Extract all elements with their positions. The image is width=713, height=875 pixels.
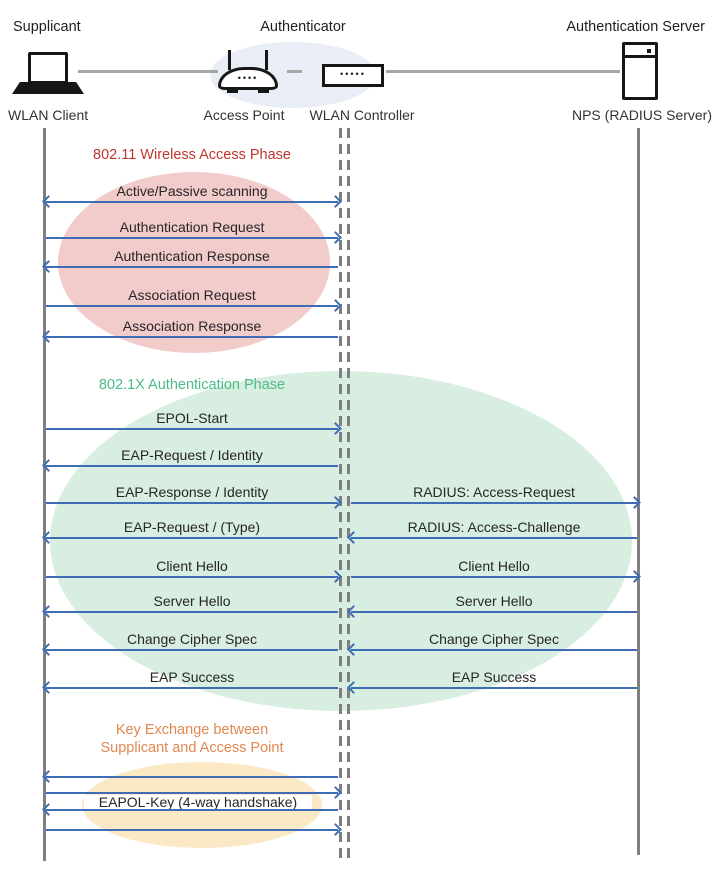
antenna-icon — [228, 50, 231, 70]
device-label-nps: NPS (RADIUS Server) — [571, 107, 713, 123]
access-point-icon: •••• — [218, 50, 278, 94]
message-eap-success-left: EAP Success — [42, 669, 338, 694]
message-eap-response-identity: EAP-Response / Identity — [46, 484, 342, 509]
message-radius-access-request: RADIUS: Access-Request — [351, 484, 641, 509]
message-eap-success-right: EAP Success — [347, 669, 637, 694]
message-label: EAP Success — [451, 669, 537, 685]
message-label: EAP-Request / (Type) — [123, 519, 261, 535]
lifeline-wlan-client — [43, 128, 46, 861]
eapol-key-label: EAPOL-Key (4-way handshake) — [84, 795, 312, 809]
message-label: EPOL-Start — [156, 410, 228, 426]
device-label-wlan-controller: WLAN Controller — [309, 107, 415, 123]
message-association-request: Association Request — [46, 287, 342, 312]
message-authentication-request: Authentication Request — [46, 219, 342, 244]
message-label: Server Hello — [455, 593, 533, 609]
device-connector-line — [78, 70, 218, 73]
message-radius-access-challenge: RADIUS: Access-Challenge — [347, 519, 637, 544]
message-label: Association Request — [128, 287, 256, 303]
message-label: Client Hello — [458, 558, 530, 574]
message-label: EAP-Response / Identity — [115, 484, 269, 500]
message-change-cipher-spec-left: Change Cipher Spec — [42, 631, 338, 656]
handshake-arrow-4 — [46, 822, 342, 836]
phase3-title: Key Exchange between Supplicant and Acce… — [46, 721, 338, 757]
message-label: EAP-Request / Identity — [121, 447, 263, 463]
phase3-title-line2: Supplicant and Access Point — [100, 740, 284, 756]
message-label: Authentication Request — [119, 219, 265, 235]
role-label-authenticator: Authenticator — [260, 19, 346, 35]
message-server-hello-left: Server Hello — [42, 593, 338, 618]
message-eap-request-type: EAP-Request / (Type) — [42, 519, 338, 544]
server-led — [647, 48, 651, 53]
message-label: RADIUS: Access-Challenge — [407, 519, 581, 535]
phase2-title: 802.1X Authentication Phase — [98, 377, 286, 393]
access-point-foot — [227, 89, 238, 93]
handshake-arrow-2 — [46, 785, 342, 799]
antenna-icon — [265, 50, 268, 70]
device-label-wlan-client: WLAN Client — [8, 107, 89, 123]
server-icon — [622, 42, 658, 100]
laptop-screen — [28, 52, 68, 84]
message-eap-request-identity: EAP-Request / Identity — [42, 447, 338, 472]
message-label: Change Cipher Spec — [429, 631, 559, 647]
handshake-arrow-3 — [42, 802, 338, 816]
device-connector-line — [386, 70, 620, 73]
message-label: Server Hello — [153, 593, 231, 609]
access-point-leds: •••• — [237, 73, 259, 83]
role-label-supplicant: Supplicant — [13, 19, 81, 35]
lifeline-wlan-controller-dashed — [347, 128, 350, 858]
message-label: Active/Passive scanning — [116, 183, 268, 199]
message-epol-start: EPOL-Start — [46, 410, 342, 435]
laptop-icon — [12, 50, 84, 96]
message-label: RADIUS: Access-Request — [413, 484, 575, 500]
message-client-hello-left: Client Hello — [46, 558, 342, 583]
role-label-authentication-server: Authentication Server — [566, 19, 705, 35]
message-association-response: Association Response — [42, 318, 338, 343]
message-authentication-response: Authentication Response — [42, 248, 338, 273]
wlan-controller-icon: ••••• — [322, 64, 384, 87]
message-label: EAP Success — [149, 669, 235, 685]
controller-leds: ••••• — [340, 69, 366, 79]
lifeline-access-point-dashed — [339, 128, 342, 858]
message-client-hello-right: Client Hello — [351, 558, 641, 583]
access-point-foot — [258, 89, 269, 93]
message-label: Authentication Response — [114, 248, 270, 264]
message-active-passive-scanning: Active/Passive scanning — [42, 183, 342, 208]
message-change-cipher-spec-right: Change Cipher Spec — [347, 631, 637, 656]
message-label: Association Response — [122, 318, 262, 334]
phase1-title: 802.11 Wireless Access Phase — [93, 147, 291, 163]
laptop-base — [12, 82, 84, 94]
message-server-hello-right: Server Hello — [347, 593, 637, 618]
device-connector-dash — [287, 70, 302, 73]
message-label: Client Hello — [156, 558, 228, 574]
device-label-access-point: Access Point — [203, 107, 285, 123]
phase3-title-line1: Key Exchange between — [115, 722, 269, 738]
server-divider — [625, 55, 655, 58]
handshake-arrow-1 — [42, 769, 338, 783]
message-label: Change Cipher Spec — [127, 631, 257, 647]
lifeline-radius-server — [637, 128, 640, 855]
